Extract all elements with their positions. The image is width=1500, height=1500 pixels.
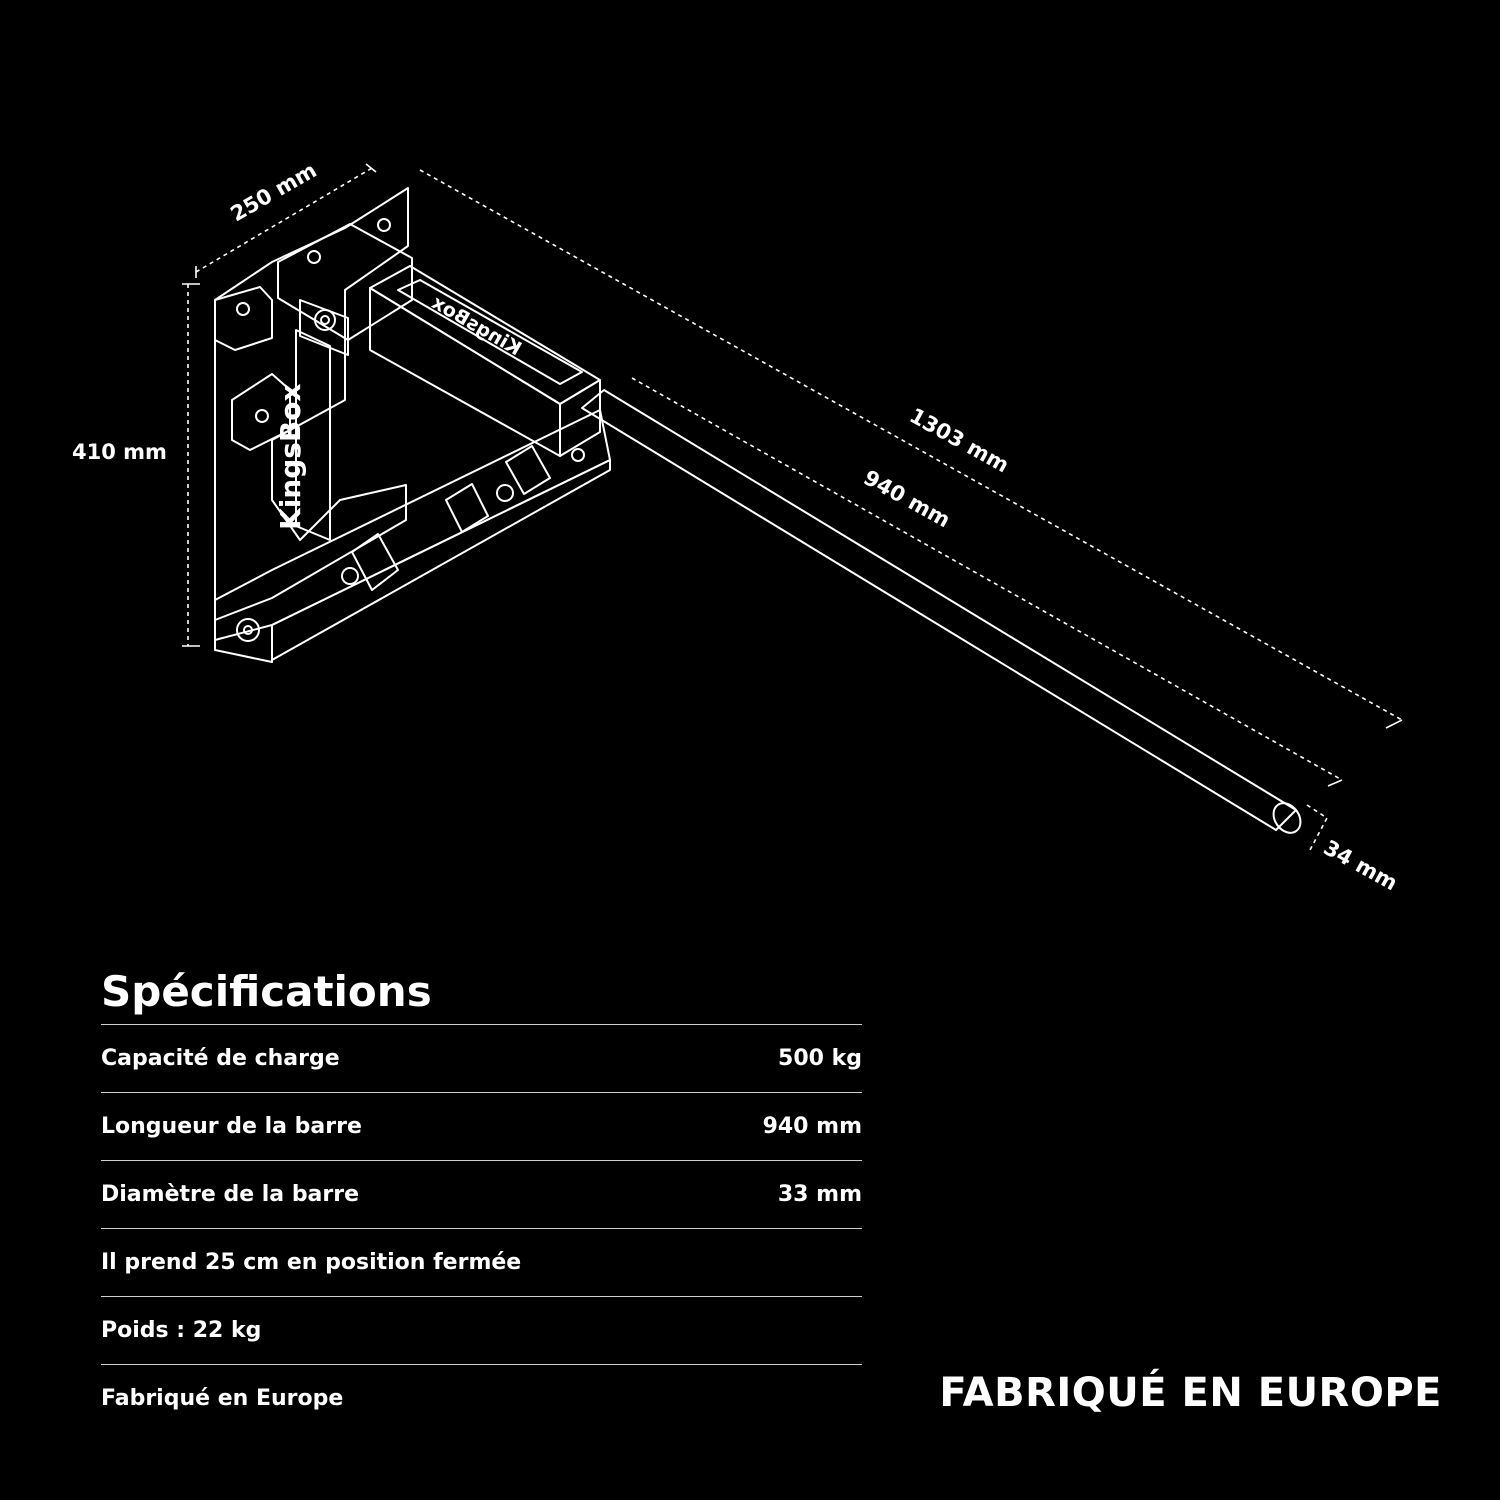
brace-bolt (341, 567, 359, 585)
spec-value: 33 mm (777, 1182, 862, 1207)
round-bar-end (1272, 802, 1302, 834)
spec-value: 500 kg (778, 1046, 862, 1071)
dim-tick (365, 163, 377, 173)
square-tube-front (559, 379, 601, 457)
spec-value: 940 mm (762, 1114, 862, 1139)
wall-plate-tab-top (214, 286, 273, 351)
plate-hole (255, 409, 269, 423)
made-in-europe-badge: FABRIQUÉ EN EUROPE (939, 1370, 1442, 1416)
spec-row: Il prend 25 cm en position fermée (101, 1229, 862, 1297)
lower-brace-link (445, 483, 489, 533)
specs-section: Spécifications Capacité de charge 500 kg… (101, 960, 862, 1432)
plate-hole (236, 302, 250, 316)
upper-bracket (277, 223, 413, 341)
wall-plate-tab-mid (231, 373, 291, 451)
dim-line-total-length (419, 169, 1403, 721)
lower-brace-link (505, 445, 551, 495)
wall-plate (214, 187, 409, 621)
plate-hole (377, 218, 391, 232)
spec-label: Fabriqué en Europe (101, 1386, 344, 1411)
brace-bolt (496, 484, 514, 502)
round-bar (581, 389, 1297, 831)
upper-bracket-side (299, 299, 349, 356)
spec-label: Capacité de charge (101, 1046, 340, 1071)
dim-label-diameter: 34 mm (1320, 835, 1402, 895)
brand-panel (295, 329, 331, 541)
brand-logo-panel: KingsBox (274, 383, 307, 530)
dim-line-diameter (1306, 804, 1329, 851)
spec-label: Diamètre de la barre (101, 1182, 360, 1207)
dim-tick (1327, 779, 1343, 787)
brace-bolt (571, 448, 585, 462)
pullup-bar-diagram: KingsBox KingsBox 250 mm 410 mm 1303 mm … (72, 158, 1403, 895)
spec-row: Capacité de charge 500 kg (101, 1025, 862, 1093)
dim-tick (1385, 719, 1403, 729)
lower-brace-bottom (271, 459, 611, 661)
dim-label-total-length: 1303 mm (906, 403, 1013, 477)
square-tube-label-box (397, 279, 583, 385)
lower-brace-link (351, 533, 399, 591)
brace-bolt (236, 618, 260, 642)
dim-label-width: 250 mm (227, 158, 321, 226)
plate-hole (307, 250, 321, 264)
spec-label: Poids : 22 kg (101, 1318, 262, 1343)
lower-brace-end (214, 600, 273, 663)
spec-label: Il prend 25 cm en position fermée (101, 1250, 522, 1275)
spec-label: Longueur de la barre (101, 1114, 362, 1139)
spec-row: Longueur de la barre 940 mm (101, 1093, 862, 1161)
bracket-bolt-inner (320, 315, 330, 325)
spec-row: Diamètre de la barre 33 mm (101, 1161, 862, 1229)
bracket-bolt (314, 309, 336, 331)
spec-row: Poids : 22 kg (101, 1297, 862, 1365)
spec-row: Fabriqué en Europe (101, 1365, 862, 1432)
dim-line-width (195, 167, 373, 273)
dim-label-height: 410 mm (72, 440, 167, 464)
brace-bolt-inner (243, 625, 253, 635)
dim-label-bar-length: 940 mm (860, 465, 955, 532)
specs-title: Spécifications (101, 960, 862, 1025)
dim-line-bar-length (631, 377, 1343, 781)
